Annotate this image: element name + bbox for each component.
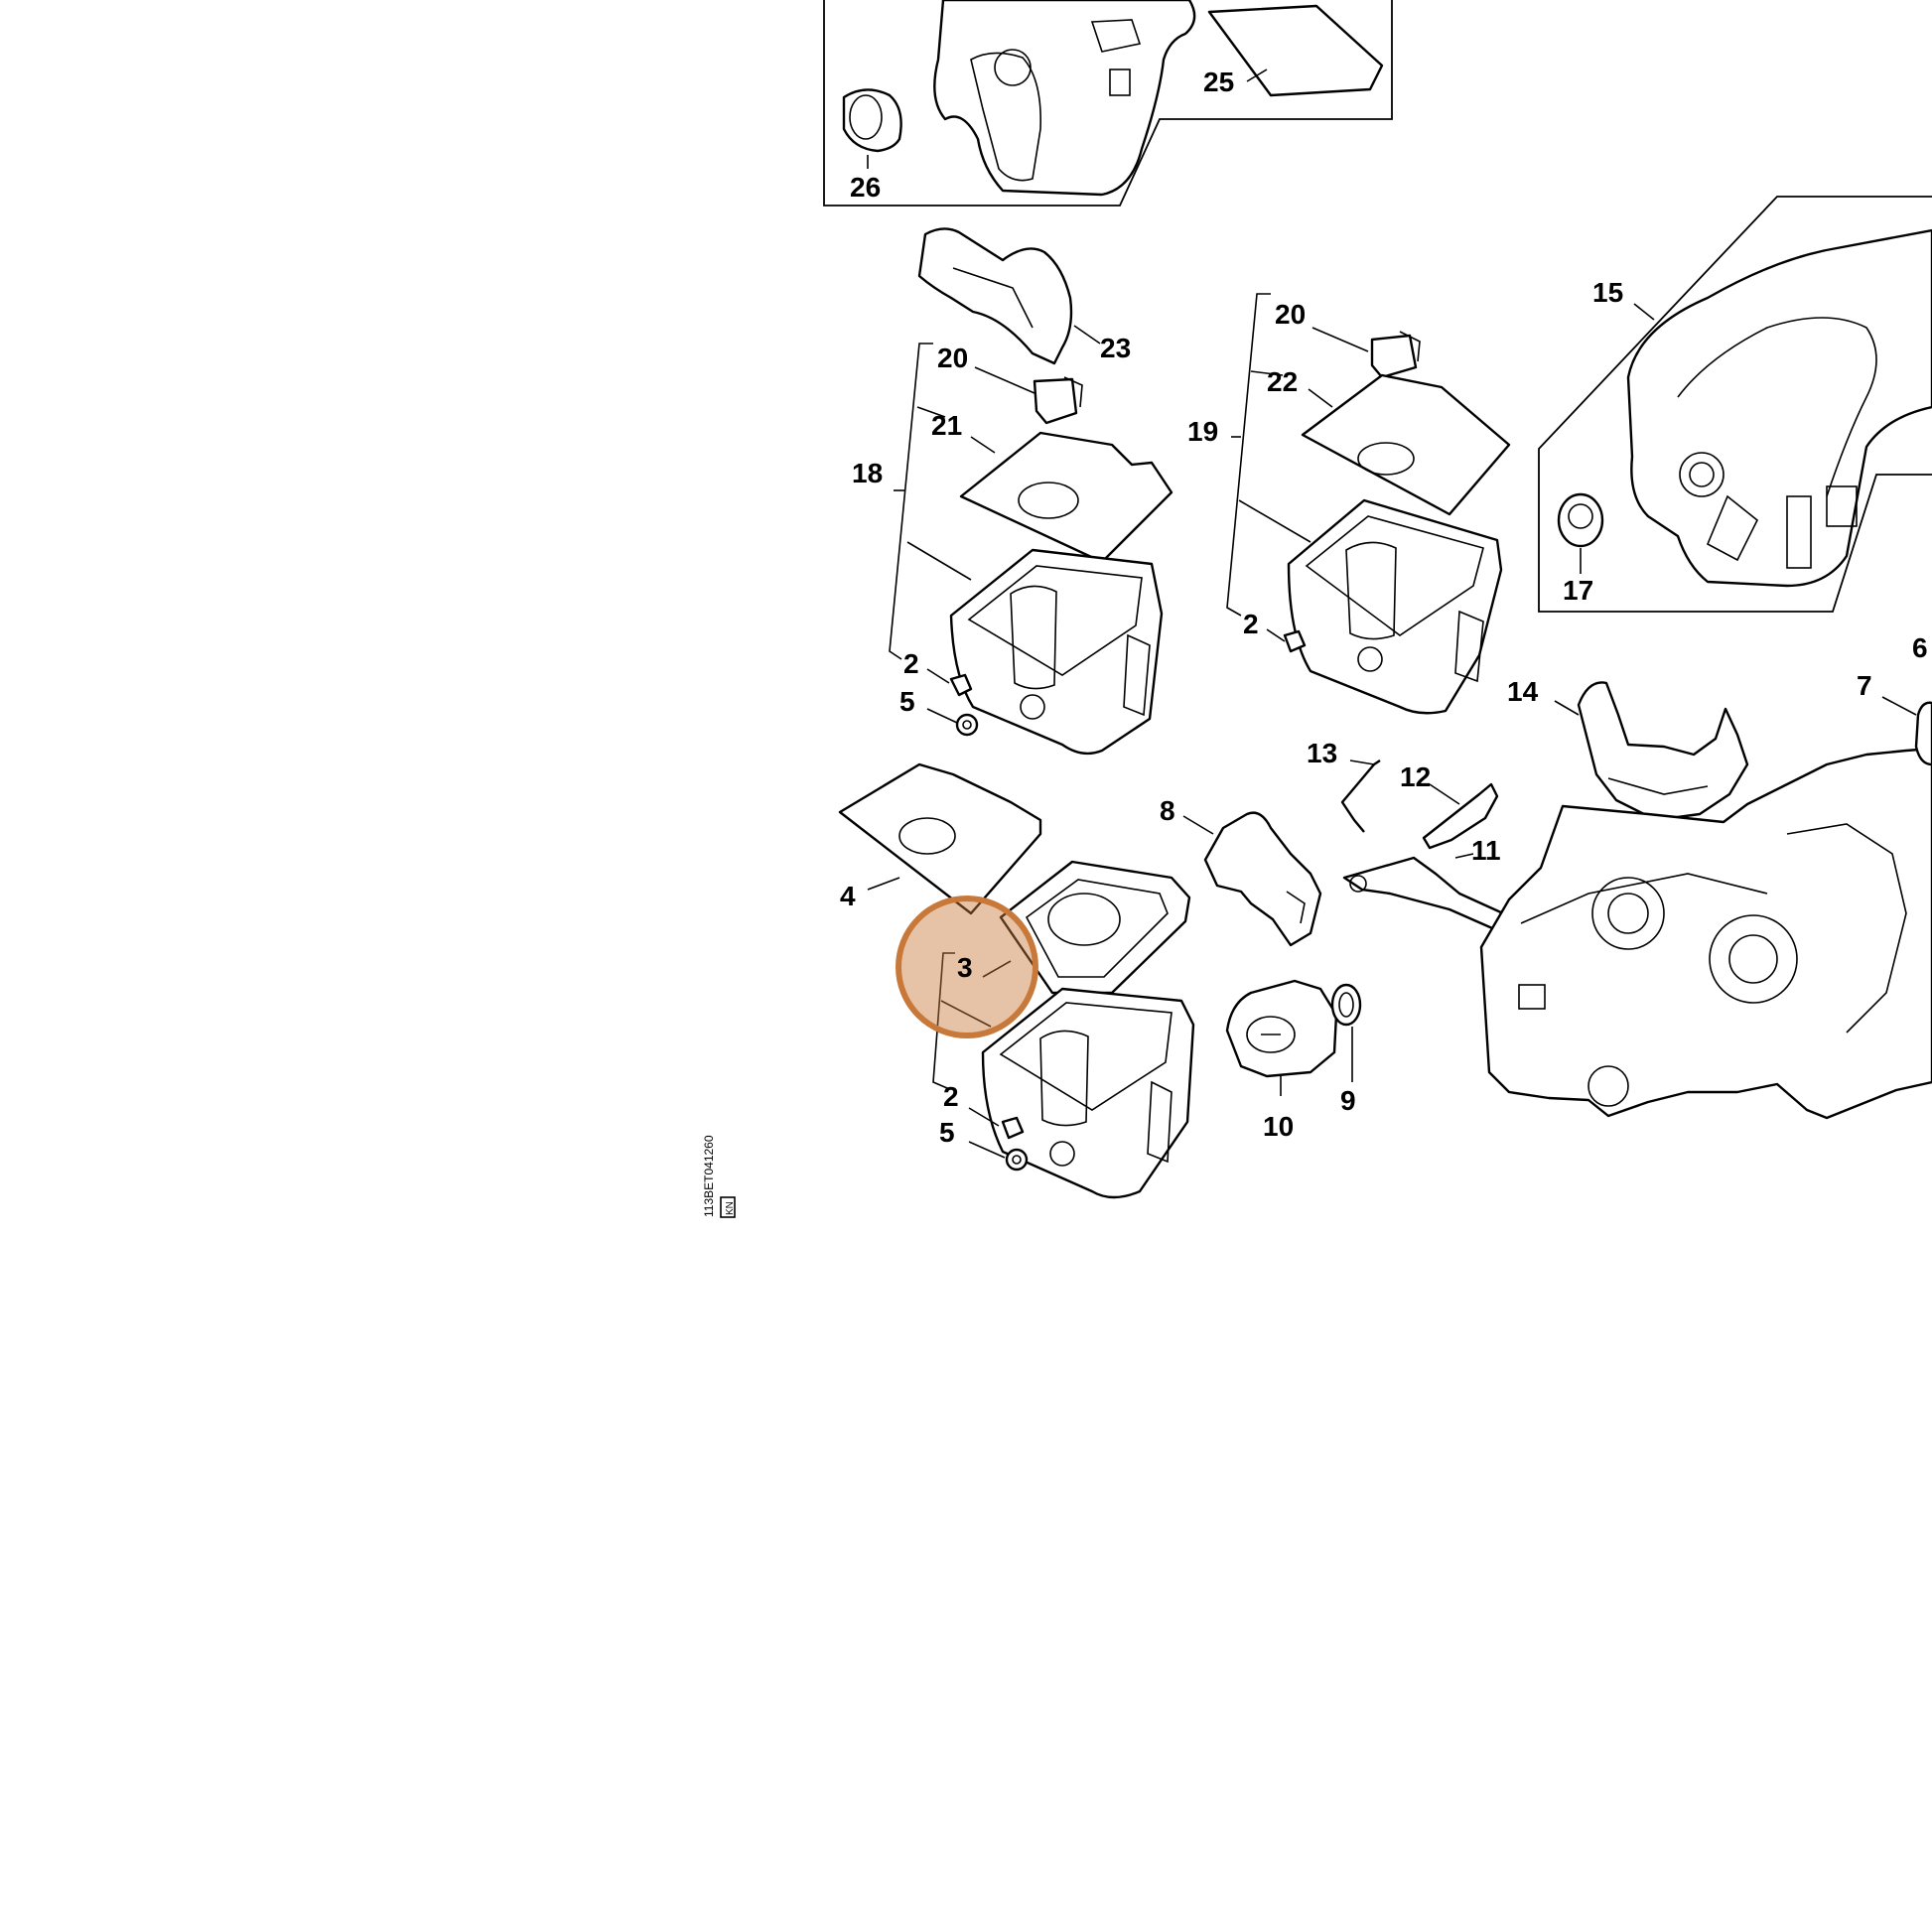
inset-frame-top: [823, 0, 1393, 207]
callout-5-a[interactable]: 5: [899, 686, 915, 717]
part-19-filter-housing: [1287, 498, 1503, 715]
part-18-filter-housing: [949, 548, 1164, 756]
callout-14[interactable]: 14: [1507, 676, 1539, 707]
callout-20-right[interactable]: 20: [1275, 299, 1306, 330]
callout-8[interactable]: 8: [1160, 795, 1175, 826]
part-3-gasket-frame: [999, 860, 1191, 995]
part-14-shroud: [1577, 681, 1749, 822]
callout-5-b[interactable]: 5: [939, 1117, 955, 1148]
callout-12[interactable]: 12: [1400, 761, 1431, 792]
part-20-clip-left: [1033, 376, 1083, 425]
part-5-nut-a: [955, 713, 979, 737]
callout-4[interactable]: 4: [840, 881, 856, 911]
part-23-shroud: [917, 227, 1073, 365]
part-crankcase: [1479, 747, 1932, 1120]
part-8-bracket: [1203, 811, 1322, 947]
part-5-nut-b: [1005, 1148, 1029, 1172]
callout-15[interactable]: 15: [1592, 277, 1623, 308]
part-12-lever: [1422, 782, 1499, 850]
callout-20-left[interactable]: 20: [937, 343, 968, 373]
callout-18[interactable]: 18: [852, 458, 883, 488]
callout-26[interactable]: 26: [850, 172, 881, 203]
callout-9[interactable]: 9: [1340, 1085, 1356, 1116]
part-21-filter-plate: [959, 431, 1173, 564]
part-20-clip-right: [1370, 331, 1421, 379]
callout-23[interactable]: 23: [1100, 333, 1131, 363]
part-17-knob: [1557, 492, 1604, 548]
part-10-carburetor: [1225, 979, 1338, 1078]
part-26-knob: [842, 88, 902, 153]
figure-code-text: 113BET041260: [702, 1135, 716, 1217]
callout-22[interactable]: 22: [1267, 366, 1298, 397]
callout-11[interactable]: 11: [1471, 835, 1501, 866]
part-25-shroud-cover: [933, 0, 1384, 197]
callout-19[interactable]: 19: [1187, 416, 1218, 447]
callout-6[interactable]: 6: [1912, 632, 1928, 663]
callout-2-c[interactable]: 2: [943, 1081, 959, 1112]
part-13-rod: [1340, 759, 1381, 833]
callout-3[interactable]: 3: [957, 952, 973, 983]
part-4-filter-plate: [838, 762, 1042, 915]
highlight-circle-3: [896, 896, 1038, 1038]
part-2-nut-b: [1283, 629, 1307, 653]
part-filter-housing-lower: [981, 987, 1195, 1199]
callout-17[interactable]: 17: [1563, 575, 1593, 606]
figure-code: 113BET041260 KN: [702, 1135, 736, 1218]
part-7-ring: [1914, 701, 1932, 766]
callout-21[interactable]: 21: [931, 410, 962, 441]
callout-10[interactable]: 10: [1263, 1111, 1294, 1142]
leader-lines: [867, 69, 1917, 1159]
part-11-throttle-shaft: [1342, 856, 1511, 933]
callout-2-a[interactable]: 2: [903, 648, 919, 679]
callout-25[interactable]: 25: [1203, 67, 1234, 97]
part-22-filter-plate: [1301, 373, 1511, 516]
callout-2-b[interactable]: 2: [1243, 609, 1259, 639]
part-15-top-cover: [1626, 228, 1932, 588]
callout-7[interactable]: 7: [1857, 670, 1872, 701]
part-9-gasket-ring: [1330, 983, 1362, 1027]
figure-code-suffix: KN: [725, 1201, 736, 1215]
inset-frame-right: [1538, 196, 1932, 613]
callout-labels: 26 25 23 20 21 18 2 5 20 22 19 2 15 17 6…: [840, 67, 1928, 1148]
part-2-nut-a: [949, 673, 973, 697]
part-2-nut-c: [1001, 1116, 1025, 1140]
callout-13[interactable]: 13: [1307, 738, 1337, 768]
